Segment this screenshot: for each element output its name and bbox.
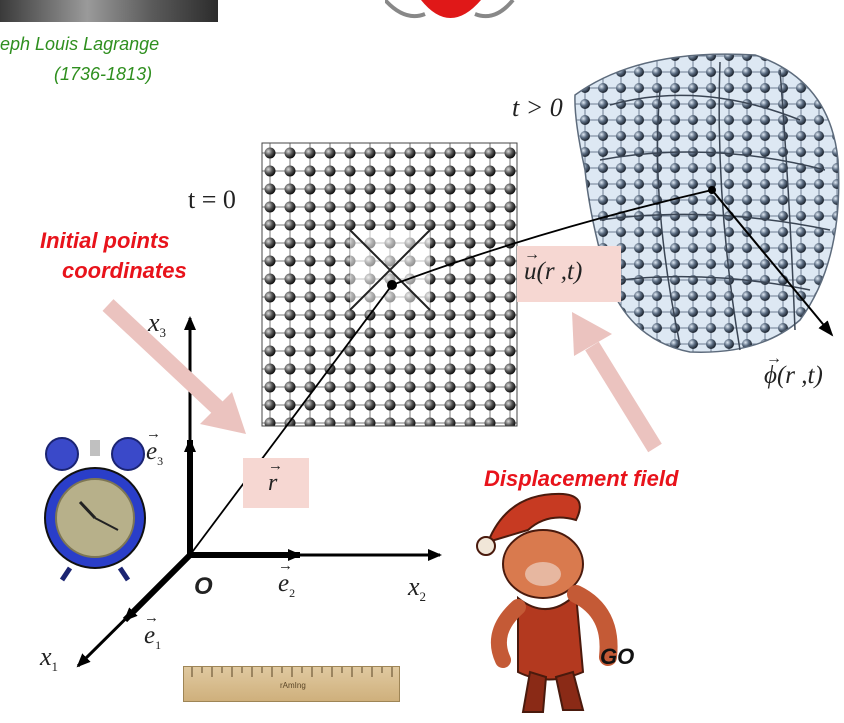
displacement-field-label: Displacement field <box>484 466 679 491</box>
lagrange-portrait <box>0 0 218 22</box>
mapping-vector-line <box>711 189 834 337</box>
position-vector-label: → r <box>268 458 283 496</box>
ruler-brand: rAmIng <box>280 681 306 690</box>
position-vector-line <box>189 284 393 556</box>
time-positive-label: t > 0 <box>512 93 563 122</box>
portrait-caption-name: eph Louis Lagrange <box>0 34 160 54</box>
red-logo-fragment <box>383 0 515 22</box>
coordinate-axes <box>76 316 442 668</box>
axis-x3-label: x3 <box>148 308 167 341</box>
troll-character-icon: GO <box>468 482 643 718</box>
alarm-clock-icon <box>40 434 150 584</box>
axis-x1-label: x1 <box>40 642 59 675</box>
time-zero-label: t = 0 <box>188 185 236 214</box>
displacement-vector-text: u(r ,t) <box>524 258 583 285</box>
displacement-curve <box>391 189 713 286</box>
initial-points-label-line2: coordinates <box>62 258 187 283</box>
mapping-vector-text: ϕ(r ,t) <box>764 362 823 389</box>
basis-e1-label: → e1 <box>144 610 162 652</box>
basis-e3-label: → e3 <box>146 426 164 468</box>
pink-arrow-initial <box>102 299 246 434</box>
portrait-caption-years: (1736-1813) <box>54 64 153 84</box>
position-vector-text: r <box>268 470 278 496</box>
pink-arrow-displacement <box>572 312 662 453</box>
axis-x2-label: x2 <box>408 572 427 605</box>
go-text: GO <box>600 644 635 669</box>
displacement-vector-label: → u(r ,t) <box>524 246 583 285</box>
mapping-vector-label: → ϕ(r ,t) <box>764 350 823 389</box>
initial-points-label-line1: Initial points <box>40 228 170 253</box>
origin-label: O <box>194 573 213 600</box>
position-vector-box <box>243 458 309 508</box>
ruler-icon: rAmIng <box>183 666 400 702</box>
displacement-vector-box <box>517 246 621 302</box>
basis-e2-label: → e2 <box>278 558 296 600</box>
deformed-lattice <box>574 53 840 353</box>
